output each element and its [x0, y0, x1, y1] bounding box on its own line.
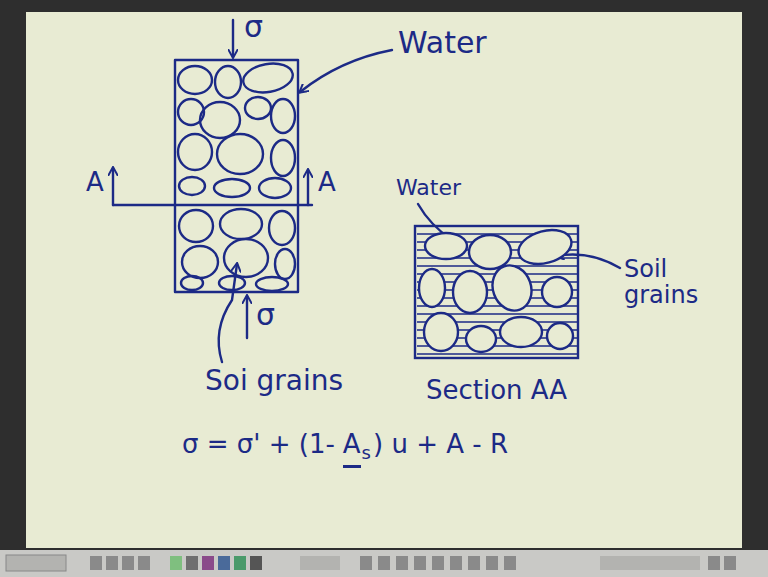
- toolbar: [0, 550, 768, 577]
- soil-element: [175, 60, 298, 292]
- section-title: Section AA: [426, 376, 567, 405]
- section-view: [415, 225, 578, 358]
- equation-area-symbol: A: [343, 430, 361, 468]
- stress-symbol: σ: [256, 298, 275, 331]
- section-marker: A: [86, 168, 104, 197]
- section-arrow: [112, 168, 114, 205]
- water-label: Water: [398, 26, 487, 59]
- stress-symbol: σ: [244, 10, 263, 43]
- section-arrow: [307, 170, 309, 205]
- grains-label: Soil grains: [624, 256, 694, 309]
- effective-stress-equation: σ = σ' + (1- As) u + A - R: [182, 430, 508, 468]
- section-line: [113, 204, 312, 206]
- water-label: Water: [396, 176, 461, 200]
- leader-line: [300, 50, 392, 92]
- soil-grains: [178, 60, 295, 291]
- equation-part: ) u + A - R: [373, 430, 508, 459]
- toolbar-icons: [6, 555, 736, 571]
- grains-label: Soi grains: [205, 366, 343, 397]
- section-marker: A: [318, 168, 336, 197]
- load-arrow: [232, 20, 234, 57]
- leader-line: [219, 264, 237, 362]
- whiteboard: [26, 12, 742, 548]
- equation-part: σ = σ' + (1-: [182, 430, 335, 459]
- equation-subscript: s: [362, 443, 371, 463]
- load-arrow: [246, 296, 248, 338]
